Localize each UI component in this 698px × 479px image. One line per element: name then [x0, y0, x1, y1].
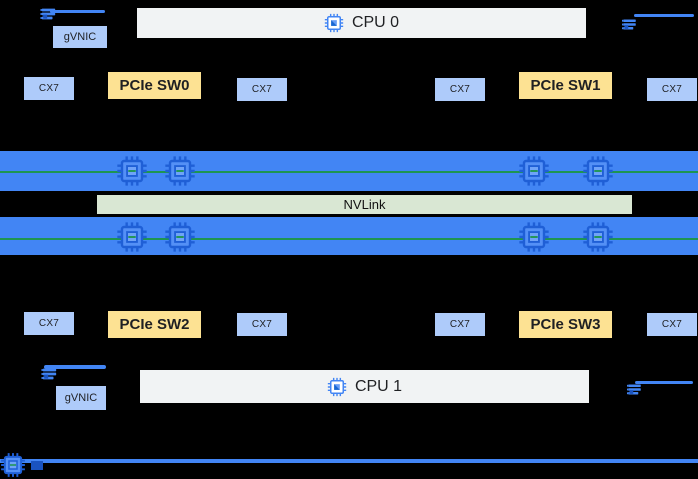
- cx7-box: CX7: [647, 78, 697, 101]
- gpu-chip-icon: [164, 155, 196, 187]
- cx7-label: CX7: [661, 84, 683, 95]
- gvnic-label: gVNIC: [63, 31, 97, 43]
- cx7-box: CX7: [24, 312, 74, 335]
- gpu-chip-icon: [582, 221, 614, 253]
- cx7-box: CX7: [237, 313, 287, 336]
- pcie-sw1-label: PCIe SW1: [530, 77, 601, 94]
- cx7-label: CX7: [38, 83, 60, 94]
- cpu1-label: CPU 1: [354, 377, 403, 395]
- nic-connector-line: [44, 365, 106, 369]
- cpu1-box: CPU 1: [140, 370, 589, 403]
- nvlink-trace-bottom: [0, 238, 698, 240]
- gpu-bar-bottom: [0, 217, 698, 255]
- pcie-sw3-box: PCIe SW3: [519, 311, 612, 338]
- chip-icon: [324, 13, 344, 33]
- cx7-label: CX7: [661, 319, 683, 330]
- nic-icon: [621, 17, 638, 32]
- cx7-label: CX7: [38, 318, 60, 329]
- gpu-chip-icon: [116, 221, 148, 253]
- gpu-chip-icon: [518, 221, 550, 253]
- gpu-chip-icon: [582, 155, 614, 187]
- gvnic-box-bottom: gVNIC: [56, 386, 106, 410]
- pcie-sw3-label: PCIe SW3: [530, 316, 601, 333]
- chip-icon: [0, 452, 26, 478]
- cx7-box: CX7: [24, 77, 74, 100]
- cx7-label: CX7: [251, 84, 273, 95]
- cpu0-label: CPU 0: [351, 14, 400, 31]
- cx7-box: CX7: [237, 78, 287, 101]
- nic-icon: [40, 6, 57, 22]
- cx7-label: CX7: [449, 319, 471, 330]
- nic-connector-line: [634, 14, 694, 17]
- nic-icon: [626, 382, 643, 397]
- nic-connector-line: [50, 10, 105, 13]
- nvlink-label: NVLink: [343, 197, 386, 212]
- nvlink-trace-top: [0, 171, 698, 173]
- nic-icon: [41, 366, 58, 382]
- cx7-box: CX7: [435, 78, 485, 101]
- cx7-box: CX7: [647, 313, 697, 336]
- cx7-label: CX7: [449, 84, 471, 95]
- gpu-chip-icon: [164, 221, 196, 253]
- cx7-box: CX7: [435, 313, 485, 336]
- connector-mark: [31, 461, 43, 470]
- gpu-chip-icon: [518, 155, 550, 187]
- pcie-sw0-box: PCIe SW0: [108, 72, 201, 99]
- gvnic-label: gVNIC: [64, 392, 98, 404]
- gpu-chip-icon: [116, 155, 148, 187]
- nvlink-bar: NVLink: [95, 193, 634, 216]
- cpu0-box: CPU 0: [137, 8, 586, 38]
- chip-icon: [327, 377, 347, 397]
- pcie-sw2-box: PCIe SW2: [108, 311, 201, 338]
- pcie-sw1-box: PCIe SW1: [519, 72, 612, 99]
- bottom-network-line: [0, 459, 698, 463]
- pcie-sw2-label: PCIe SW2: [119, 316, 190, 333]
- nic-connector-line: [635, 381, 693, 384]
- pcie-sw0-label: PCIe SW0: [119, 77, 190, 94]
- cx7-label: CX7: [251, 319, 273, 330]
- gvnic-box-top: gVNIC: [53, 26, 107, 48]
